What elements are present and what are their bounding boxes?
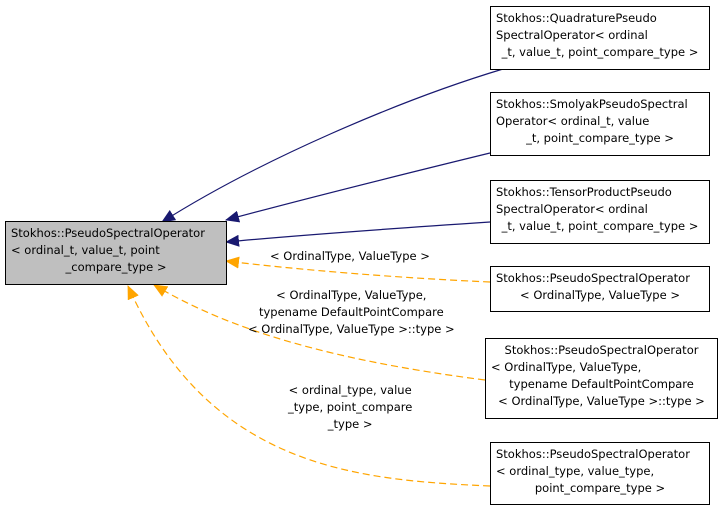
node-smolyak-pseudo-spectral-operator[interactable]: Stokhos::SmolyakPseudoSpectral Operator<… <box>490 92 710 156</box>
node-pseudo-spectral-operator-base[interactable]: Stokhos::PseudoSpectralOperator < ordina… <box>5 221 227 285</box>
edge-label-default-point-compare: < OrdinalType, ValueType, typename Defau… <box>248 287 455 338</box>
node-line: _t, value_t, point_compare_type > <box>501 45 699 59</box>
node-pseudo-spectral-operator-ordinal-value[interactable]: Stokhos::PseudoSpectralOperator < Ordina… <box>490 266 710 312</box>
edge-ordinal-type-value-type <box>127 285 491 487</box>
node-line: Stokhos::PseudoSpectralOperator <box>504 343 699 357</box>
edge-label-line: _type > <box>327 417 373 431</box>
node-line: < OrdinalType, ValueType >::type > <box>498 394 705 408</box>
edge-label-line: < OrdinalType, ValueType, <box>276 288 427 302</box>
edge-quadrature <box>161 68 504 223</box>
edge-label-line: < OrdinalType, ValueType > <box>270 249 430 263</box>
node-line: < ordinal_t, value_t, point <box>11 243 160 257</box>
edge-label-line: < ordinal_type, value <box>288 383 412 397</box>
edge-label-line: _type, point_compare <box>288 400 413 414</box>
edge-tensor-product <box>225 221 491 247</box>
node-quadrature-pseudo-spectral-operator[interactable]: Stokhos::QuadraturePseudo SpectralOperat… <box>490 6 710 70</box>
node-line: < ordinal_type, value_type, <box>496 464 655 478</box>
node-line: Stokhos::PseudoSpectralOperator <box>496 271 690 285</box>
node-line: SpectralOperator< ordinal <box>496 202 648 216</box>
edge-label-ordinal-type-value-type: < ordinal_type, value _type, point_compa… <box>288 382 412 433</box>
node-pseudo-spectral-operator-ordinal-type[interactable]: Stokhos::PseudoSpectralOperator < ordina… <box>490 442 710 505</box>
edge-smolyak <box>225 152 491 223</box>
node-line: point_compare_type > <box>534 481 666 495</box>
node-line: Stokhos::QuadraturePseudo <box>496 11 657 25</box>
edge-ordinal-value <box>225 256 491 283</box>
node-line: _t, point_compare_type > <box>526 131 674 145</box>
edge-default-point-compare <box>153 284 486 381</box>
node-line: _t, value_t, point_compare_type > <box>501 219 699 233</box>
edge-label-line: typename DefaultPointCompare <box>258 305 444 319</box>
node-line: Stokhos::PseudoSpectralOperator <box>496 447 690 461</box>
node-line: < OrdinalType, ValueType > <box>520 288 680 302</box>
node-line: Stokhos::SmolyakPseudoSpectral <box>496 97 688 111</box>
node-line: _compare_type > <box>65 260 167 274</box>
node-line: SpectralOperator< ordinal <box>496 28 648 42</box>
node-line: Operator< ordinal_t, value <box>496 114 650 128</box>
node-line: Stokhos::TensorProductPseudo <box>496 185 672 199</box>
edge-label-ordinal-value: < OrdinalType, ValueType > <box>270 248 430 265</box>
node-line: typename DefaultPointCompare <box>509 377 694 391</box>
node-tensor-product-pseudo-spectral-operator[interactable]: Stokhos::TensorProductPseudo SpectralOpe… <box>490 180 710 244</box>
node-pseudo-spectral-operator-default-point-compare[interactable]: Stokhos::PseudoSpectralOperator < Ordina… <box>485 338 718 419</box>
edge-label-line: < OrdinalType, ValueType >::type > <box>248 322 455 336</box>
node-line: Stokhos::PseudoSpectralOperator <box>11 226 205 240</box>
node-line: < OrdinalType, ValueType, <box>491 360 642 374</box>
